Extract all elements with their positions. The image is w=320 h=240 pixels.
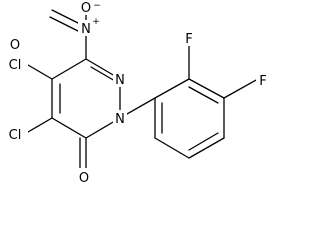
- bond-ar2-ar3: [188, 78, 225, 99]
- bond-c6-n2-double: [90, 66, 116, 82]
- atom-f-ortho: F: [185, 32, 192, 47]
- bond-c3-c4: [51, 117, 87, 139]
- atom-nitro-n: N: [81, 22, 91, 37]
- bond-c4-cl: [27, 117, 53, 133]
- bond-ar5-ar6: [154, 137, 190, 159]
- chemical-structure-drawing: N N O Cl Cl N + O − O F F: [3, 0, 270, 186]
- bond-ar4-ar5: [188, 137, 225, 159]
- atom-f-para: F: [259, 74, 266, 89]
- bond-nitro-o-left-double: [49, 16, 79, 32]
- bond-ar1-ar2: [154, 78, 190, 99]
- bond-ar4-ar5-double: [188, 132, 219, 151]
- atom-nitro-o-top: O: [81, 1, 91, 16]
- atom-n1: N: [115, 112, 125, 127]
- atom-labels: N N O Cl Cl N + O − O F F: [3, 0, 270, 186]
- bond-ar4-f: [223, 78, 259, 99]
- atom-n2: N: [115, 73, 125, 88]
- bond-ar2-ar3-double: [188, 86, 219, 104]
- nitro-n-charge: +: [92, 17, 100, 27]
- atom-nitro-o-left: O: [10, 38, 20, 53]
- difluorophenyl-ring: [154, 40, 259, 159]
- atom-cl-upper: Cl: [9, 128, 22, 143]
- atom-cl-lower: Cl: [9, 58, 22, 73]
- bond-c5-c6: [51, 58, 87, 80]
- bond-c5-cl: [27, 64, 53, 80]
- pyridazinone-ring: [51, 58, 121, 139]
- atom-carbonyl-o: O: [79, 171, 89, 186]
- nitro-o-top-charge: −: [93, 1, 101, 11]
